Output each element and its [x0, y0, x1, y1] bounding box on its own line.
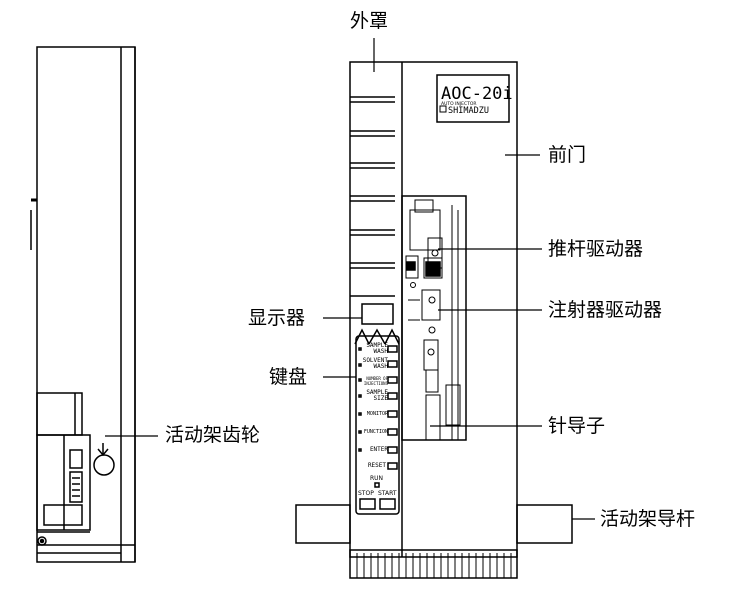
guide-rod-right [516, 504, 573, 544]
label-front-door: 前门 [548, 144, 587, 166]
label-syringe-drive: 注射器驱动器 [548, 299, 663, 321]
label-keypad: 键盘 [269, 366, 308, 388]
display-window [361, 303, 394, 325]
key-run: RUN [370, 475, 384, 482]
key-monitor: MONITOR [366, 411, 388, 417]
key-function: FUNCTION [363, 429, 388, 435]
nameplate-subtitle: AUTO INJECTOR [441, 101, 477, 107]
carriage-gear-marker [93, 454, 115, 476]
key-start: START [378, 490, 397, 497]
keypad-panel [355, 335, 400, 515]
key-number-of-injections: NUMBER OF INJECTIONS [363, 376, 388, 386]
label-display: 显示器 [248, 307, 306, 329]
label-plunger-drive: 推杆驱动器 [548, 238, 644, 260]
label-needle-guide: 针导子 [548, 415, 606, 437]
leader-lines [105, 38, 595, 520]
mechanism-window [401, 195, 467, 441]
guide-rod-left [295, 504, 351, 544]
nameplate-frame [436, 74, 510, 123]
label-cover: 外罩 [350, 10, 389, 32]
key-stop: STOP [358, 490, 374, 497]
nameplate-brand: SHIMADZU [448, 106, 489, 116]
front-view [295, 61, 573, 579]
key-enter: ENTER [369, 446, 388, 453]
nameplate-model: AOC-20i [441, 84, 513, 104]
side-view [30, 46, 136, 563]
label-carriage-guide-rod: 活动架导杆 [600, 508, 696, 530]
key-reset: RESET [367, 462, 386, 469]
key-sample-wash: SAMPLE WASH [366, 342, 388, 355]
key-solvent-wash: SOLVENT WASH [362, 357, 388, 370]
key-sample-size: SAMPLE SIZE [366, 389, 388, 402]
foot-screw [37, 536, 47, 546]
label-carriage-gear: 活动架齿轮 [165, 424, 261, 446]
